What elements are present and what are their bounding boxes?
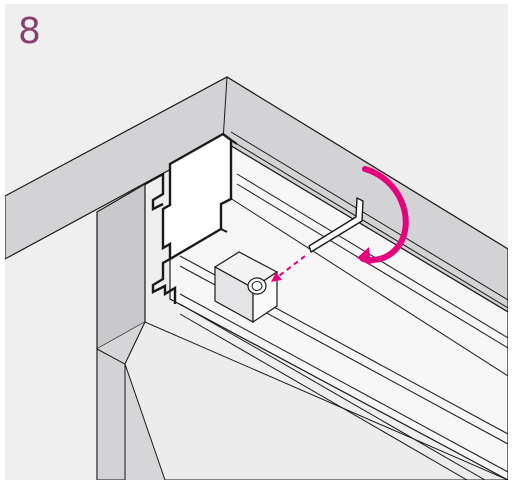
profile-end-section	[144, 132, 238, 304]
installation-diagram	[5, 76, 508, 480]
instruction-panel: 8	[5, 4, 508, 480]
screw-head	[247, 277, 267, 295]
curved-arrow-icon	[357, 166, 409, 266]
step-number: 8	[18, 11, 41, 52]
dashed-arrow-icon	[271, 255, 306, 283]
ceiling-wall	[5, 76, 508, 313]
connector-block	[213, 251, 279, 324]
recess-floor	[124, 321, 508, 480]
allen-key-icon	[308, 197, 364, 253]
